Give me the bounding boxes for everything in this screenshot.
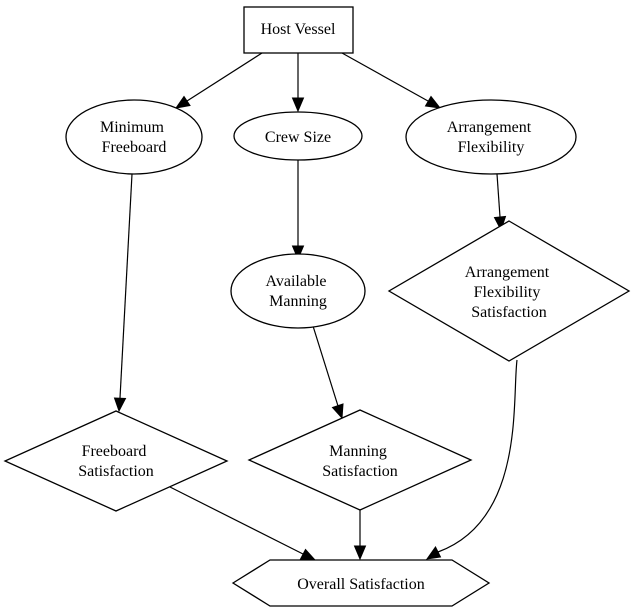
node-crew-size-label: Crew Size xyxy=(265,129,331,146)
edge-host-vessel-to-crew-size xyxy=(291,53,305,113)
node-freeboard-satisfaction-label: Freeboard Satisfaction xyxy=(78,443,154,480)
edge-host-vessel-to-arrangement-flexibility xyxy=(341,52,442,109)
node-host-vessel-label: Host Vessel xyxy=(261,21,336,38)
node-available-manning-label: Available Manning xyxy=(265,273,330,310)
node-afs-line-3: Satisfaction xyxy=(471,304,547,321)
nodes: Host Vessel Minimum Freeboard Crew Size … xyxy=(3,6,631,607)
edge-manning-satisfaction-to-overall xyxy=(353,510,367,561)
node-manning-satisfaction-line-2: Satisfaction xyxy=(322,463,398,480)
node-arrangement-flexibility-satisfaction-label: Arrangement Flexibility Satisfaction xyxy=(465,264,553,321)
node-available-manning-line-2: Manning xyxy=(269,293,327,310)
node-overall-satisfaction-label: Overall Satisfaction xyxy=(297,576,425,593)
node-arrangement-flexibility-line-2: Flexibility xyxy=(458,139,525,156)
node-manning-satisfaction-line-1: Manning xyxy=(329,443,387,460)
node-afs-line-2: Flexibility xyxy=(474,284,541,301)
node-freeboard-satisfaction-line-2: Satisfaction xyxy=(78,463,154,480)
node-arrangement-flexibility: Arrangement Flexibility xyxy=(405,99,577,175)
node-host-vessel-line-1: Host Vessel xyxy=(261,21,336,38)
node-afs-line-1: Arrangement xyxy=(465,264,550,281)
node-minimum-freeboard-line-2: Freeboard xyxy=(102,139,167,156)
node-arrangement-flexibility-satisfaction: Arrangement Flexibility Satisfaction xyxy=(387,220,631,362)
node-freeboard-satisfaction-line-1: Freeboard xyxy=(82,443,147,460)
edge-minimum-freeboard-to-freeboard-satisfaction xyxy=(113,173,133,413)
node-available-manning-line-1: Available xyxy=(265,273,326,290)
edge-arrangement-satisfaction-to-overall xyxy=(425,359,518,560)
edge-freeboard-satisfaction-to-overall xyxy=(169,486,317,561)
edge-arrangement-flexibility-to-satisfaction xyxy=(493,173,507,232)
node-minimum-freeboard-line-1: Minimum xyxy=(100,119,165,136)
node-crew-size: Crew Size xyxy=(233,111,363,161)
edge-crew-size-to-available-manning xyxy=(291,160,305,261)
edge-host-vessel-to-minimum-freeboard xyxy=(174,52,263,109)
node-manning-satisfaction: Manning Satisfaction xyxy=(247,409,473,511)
node-host-vessel: Host Vessel xyxy=(243,6,354,54)
node-manning-satisfaction-label: Manning Satisfaction xyxy=(322,443,398,480)
node-freeboard-satisfaction: Freeboard Satisfaction xyxy=(3,410,229,512)
node-available-manning: Available Manning xyxy=(230,253,366,329)
node-minimum-freeboard: Minimum Freeboard xyxy=(65,99,203,175)
node-arrangement-flexibility-line-1: Arrangement xyxy=(447,119,532,136)
node-crew-size-line-1: Crew Size xyxy=(265,129,331,146)
node-minimum-freeboard-label: Minimum Freeboard xyxy=(100,119,168,156)
edge-available-manning-to-manning-satisfaction xyxy=(312,325,344,420)
node-arrangement-flexibility-label: Arrangement Flexibility xyxy=(447,119,535,156)
node-overall-satisfaction: Overall Satisfaction xyxy=(231,559,491,607)
node-overall-satisfaction-line-1: Overall Satisfaction xyxy=(297,576,425,593)
edges xyxy=(113,52,518,561)
